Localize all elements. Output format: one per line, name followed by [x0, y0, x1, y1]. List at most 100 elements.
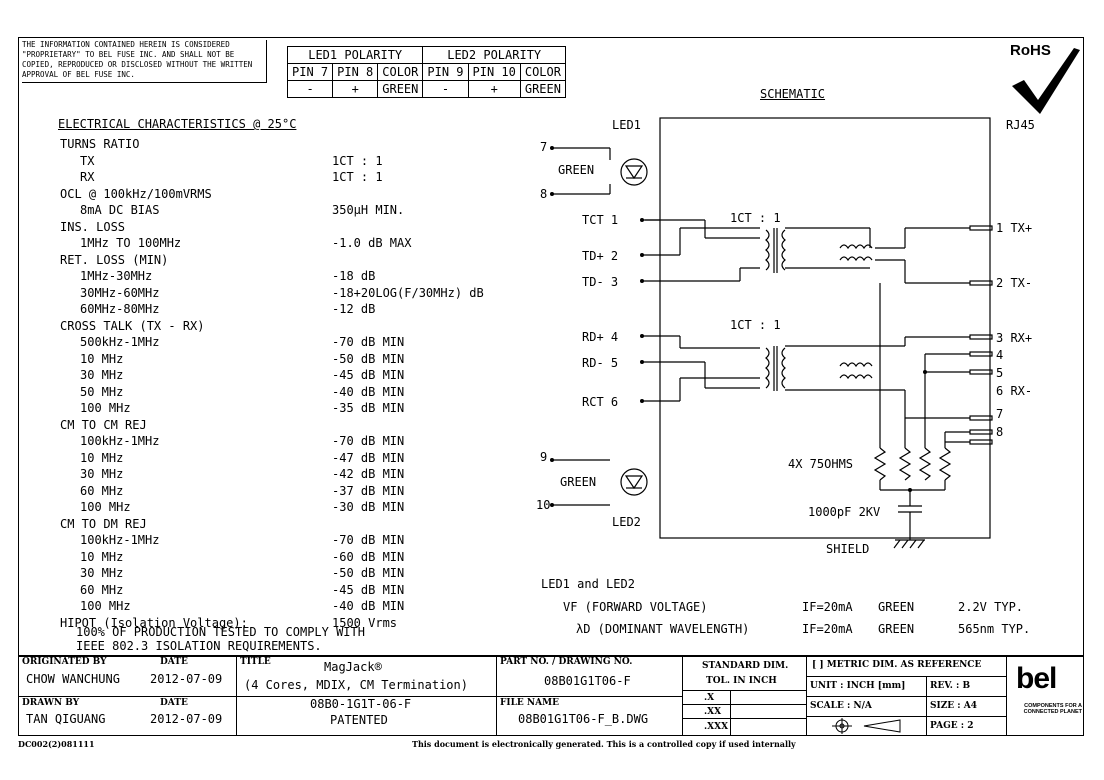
polarity-col: COLOR — [519, 63, 566, 81]
led-spec-heading: LED1 and LED2 — [541, 577, 635, 591]
right-pin: 6 RX- — [996, 384, 1033, 398]
right-pin: 8 — [996, 425, 1004, 439]
metric-reference: [ ] METRIC DIM. AS REFERENCE — [812, 660, 982, 670]
electrical-row-label: CM TO DM REJ — [60, 516, 147, 531]
polarity-value: - — [422, 80, 469, 98]
drawn-date: 2012-07-09 — [150, 712, 223, 726]
electrical-row-value: -50 dB MIN — [332, 566, 405, 580]
compliance-line-1: 100% OF PRODUCTION TESTED TO COMPLY WITH — [76, 625, 365, 639]
right-pin: 2 TX- — [996, 276, 1033, 290]
tol-xx: .XX — [704, 707, 722, 717]
led2-label: LED2 — [612, 515, 641, 529]
wavelength-label: λD (DOMINANT WAVELENGTH) — [576, 622, 750, 636]
electrical-row-label: 500kHz-1MHz — [80, 335, 160, 349]
electrical-row-value: 350µH MIN. — [332, 203, 405, 217]
rj45-outline — [659, 117, 991, 539]
unit-label: UNIT : INCH [mm] — [810, 681, 906, 691]
title-line-1: MagJack® — [324, 660, 382, 674]
electrical-row-value: -12 dB — [332, 302, 376, 316]
electrical-row-label: 10 MHz — [80, 450, 124, 465]
file-name-label: FILE NAME — [500, 698, 559, 708]
title-line-3: 08B0-1G1T-06-F — [310, 697, 412, 711]
electrical-row-label: 50 MHz — [80, 384, 124, 399]
vf-condition: IF=20mA — [802, 600, 853, 614]
electrical-row-value: -70 dB MIN — [332, 434, 405, 448]
left-pin: RCT 6 — [582, 395, 619, 409]
originated-date: 2012-07-09 — [150, 672, 223, 686]
bel-tagline: COMPONENTS FOR A CONNECTED PLANET — [1023, 703, 1082, 715]
drawing-sheet — [18, 37, 1084, 736]
schematic-diagram — [550, 117, 993, 549]
electrical-row-label: 100kHz-1MHz — [80, 434, 160, 448]
electrical-row-value: -30 dB MIN — [332, 500, 405, 514]
wavelength-color: GREEN — [878, 622, 915, 636]
led2-color-label: GREEN — [560, 475, 597, 489]
electrical-row-value: -18 dB — [332, 269, 376, 283]
electrical-row-label: RX — [80, 170, 95, 184]
polarity-value: - — [286, 80, 334, 98]
led1-polarity-header: LED1 POLARITY — [286, 46, 424, 64]
polarity-col: PIN 8 — [332, 63, 379, 81]
rohs-check-icon — [1012, 48, 1080, 114]
bel-logo: bel — [1016, 662, 1057, 695]
electrical-row-value: -45 dB MIN — [332, 582, 405, 597]
electrical-row-value: -18+20LOG(F/30MHz) dB — [332, 285, 484, 300]
polarity-value: + — [467, 80, 521, 98]
vf-value: 2.2V TYP. — [958, 600, 1024, 614]
electrical-row-value: -50 dB MIN — [332, 351, 405, 366]
vf-color: GREEN — [878, 600, 915, 614]
electrical-row-value: -40 dB MIN — [332, 599, 405, 613]
shield-label: SHIELD — [826, 542, 870, 556]
electrical-row-label: 30 MHz — [80, 467, 124, 481]
electrical-row-label: 30MHz-60MHz — [80, 285, 160, 300]
left-pin: TCT 1 — [582, 213, 619, 227]
electrical-row-label: 1MHz-30MHz — [80, 269, 153, 283]
rx-turns-ratio: 1CT : 1 — [730, 318, 781, 332]
tol-inch-label: TOL. IN INCH — [706, 676, 777, 686]
electrical-row-label: 8mA DC BIAS — [80, 203, 160, 217]
led2-polarity-header: LED2 POLARITY — [422, 46, 566, 64]
electrical-row-label: 60 MHz — [80, 483, 124, 498]
electrical-row-value: 1500 Vrms — [332, 615, 398, 630]
electrical-row-label: INS. LOSS — [60, 219, 126, 234]
polarity-col: PIN 7 — [286, 63, 334, 81]
electrical-row-label: 100 MHz — [80, 500, 131, 514]
tx-turns-ratio: 1CT : 1 — [730, 211, 781, 225]
pin7-label: 7 — [540, 140, 548, 154]
tol-x: .X — [704, 693, 715, 703]
title-label: TITLE — [240, 657, 271, 667]
right-pin: 5 — [996, 366, 1004, 380]
rohs-label: RoHS — [1010, 42, 1051, 59]
compliance-line-2: IEEE 802.3 ISOLATION REQUIREMENTS. — [76, 639, 322, 653]
polarity-col: PIN 9 — [422, 63, 469, 81]
pin10-label: 10 — [536, 498, 551, 512]
page-number: PAGE : 2 — [930, 721, 974, 731]
led1-color-label: GREEN — [558, 163, 595, 177]
electrical-row-value: -70 dB MIN — [332, 533, 405, 547]
electrical-row-label: 100 MHz — [80, 599, 131, 613]
polarity-col: PIN 10 — [467, 63, 521, 81]
pin8-label: 8 — [540, 187, 548, 201]
electrical-row-label: RET. LOSS (MIN) — [60, 252, 169, 267]
electrical-row-label: CM TO CM REJ — [60, 417, 147, 432]
polarity-value: GREEN — [519, 80, 566, 98]
electrical-row-value: -42 dB MIN — [332, 467, 405, 481]
electrical-row-label: HIPOT (Isolation Voltage): — [60, 615, 248, 630]
revision: REV. : B — [930, 681, 971, 691]
title-line-2: (4 Cores, MDIX, CM Termination) — [244, 678, 468, 692]
sheet-size: SIZE : A4 — [930, 701, 977, 711]
wavelength-value: 565nm TYP. — [958, 622, 1031, 636]
right-pin: 3 RX+ — [996, 331, 1033, 345]
electrical-row-value: 1CT : 1 — [332, 170, 383, 184]
electrical-row-value: -45 dB MIN — [332, 368, 405, 382]
std-dim-label: STANDARD DIM. — [702, 661, 789, 671]
originated-by: CHOW WANCHUNG — [26, 672, 120, 686]
led1-label: LED1 — [612, 118, 641, 132]
electrical-title: ELECTRICAL CHARACTERISTICS @ 25°C — [58, 117, 297, 131]
electrical-row-label: 10 MHz — [80, 549, 124, 564]
electrical-row-value: -47 dB MIN — [332, 450, 405, 465]
electrical-row-value: -1.0 dB MAX — [332, 236, 412, 250]
electrical-row-label: TX — [80, 153, 95, 168]
drawn-by-label: DRAWN BY — [22, 698, 80, 708]
capacitor-label: 1000pF 2KV — [808, 505, 881, 519]
